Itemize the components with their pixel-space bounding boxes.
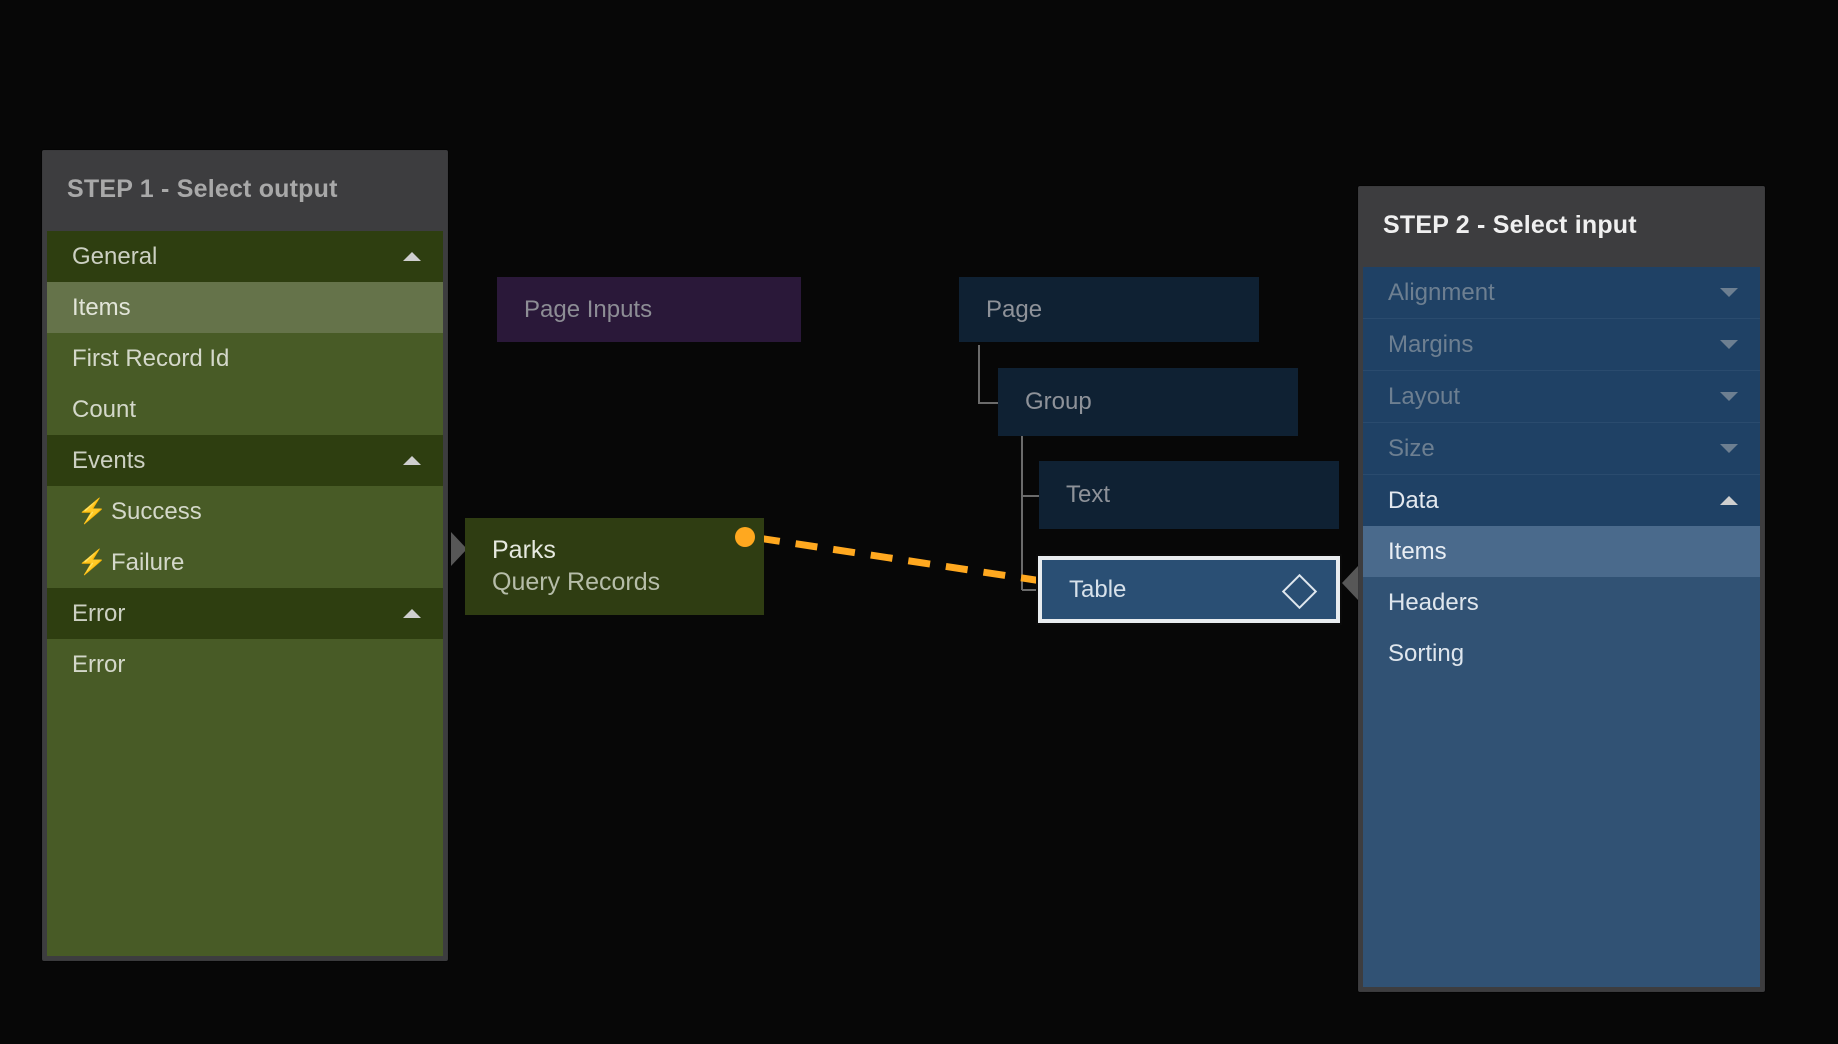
output-list-filler xyxy=(47,690,443,956)
input-row-label: Sorting xyxy=(1388,639,1465,667)
lightning-bolt-icon: ⚡ xyxy=(77,497,107,525)
output-section-general[interactable]: General xyxy=(47,231,443,282)
output-row-label: Error xyxy=(72,650,126,678)
node-label: Page xyxy=(986,295,1043,323)
output-item-first-record-id[interactable]: First Record Id xyxy=(47,333,443,384)
input-row-label: Headers xyxy=(1388,588,1479,616)
row-divider xyxy=(1363,474,1760,475)
node-table[interactable]: Table xyxy=(1038,556,1340,623)
input-row-label: Size xyxy=(1388,434,1435,462)
node-label: Table xyxy=(1069,575,1127,603)
input-row-label: Margins xyxy=(1388,330,1474,358)
step1-panel-title: STEP 1 - Select output xyxy=(43,151,447,227)
node-page[interactable]: Page xyxy=(959,277,1259,342)
chevron-up-icon[interactable] xyxy=(403,609,421,618)
node-label: Group xyxy=(1025,388,1092,415)
lightning-bolt-icon: ⚡ xyxy=(77,548,107,576)
chevron-up-icon[interactable] xyxy=(403,252,421,261)
output-row-label: Items xyxy=(72,293,131,321)
row-divider xyxy=(1363,370,1760,371)
output-port-handle[interactable] xyxy=(735,527,755,547)
output-row-label: Events xyxy=(72,446,146,474)
node-text[interactable]: Text xyxy=(1039,461,1339,529)
output-item-success[interactable]: ⚡ Success xyxy=(47,486,443,537)
chevron-down-icon[interactable] xyxy=(1720,444,1738,453)
node-title: Parks xyxy=(492,535,556,564)
output-item-count[interactable]: Count xyxy=(47,384,443,435)
row-divider xyxy=(1363,422,1760,423)
row-divider xyxy=(1363,318,1760,319)
chevron-up-icon[interactable] xyxy=(1720,496,1738,505)
input-section-layout[interactable]: Layout xyxy=(1363,371,1760,422)
step1-row-list[interactable]: General Items First Record Id Count Even… xyxy=(47,231,443,956)
input-panel-connector-handle[interactable] xyxy=(1342,566,1358,600)
node-group[interactable]: Group xyxy=(998,368,1298,436)
step2-row-list[interactable]: Alignment Margins Layout Size Data xyxy=(1363,267,1760,987)
output-panel-connector-handle[interactable] xyxy=(451,532,467,566)
output-item-items[interactable]: Items xyxy=(47,282,443,333)
output-section-error[interactable]: Error xyxy=(47,588,443,639)
output-row-label: Failure xyxy=(111,548,185,576)
chevron-down-icon[interactable] xyxy=(1720,340,1738,349)
input-row-label: Alignment xyxy=(1388,278,1495,306)
chevron-down-icon[interactable] xyxy=(1720,392,1738,401)
chevron-up-icon[interactable] xyxy=(403,456,421,465)
step2-panel-title: STEP 2 - Select input xyxy=(1359,187,1764,263)
output-row-label: First Record Id xyxy=(72,344,230,372)
chevron-down-icon[interactable] xyxy=(1720,288,1738,297)
step2-input-panel[interactable]: STEP 2 - Select input Alignment Margins … xyxy=(1358,186,1765,992)
node-label: Page Inputs xyxy=(524,295,653,323)
node-page-inputs[interactable]: Page Inputs xyxy=(497,277,801,342)
output-row-label: Success xyxy=(111,497,202,525)
diamond-icon xyxy=(1281,573,1318,609)
node-label: Text xyxy=(1066,481,1111,508)
step1-output-panel[interactable]: STEP 1 - Select output General Items Fir… xyxy=(42,150,448,961)
output-item-failure[interactable]: ⚡ Failure xyxy=(47,537,443,588)
input-section-data[interactable]: Data xyxy=(1363,475,1760,526)
input-item-headers[interactable]: Headers xyxy=(1363,577,1760,628)
node-parks-query-records[interactable]: Parks Query Records xyxy=(465,518,764,615)
input-section-alignment[interactable]: Alignment xyxy=(1363,267,1760,318)
input-row-label: Data xyxy=(1388,486,1439,514)
output-row-label: Count xyxy=(72,395,137,423)
output-item-error[interactable]: Error xyxy=(47,639,443,690)
node-subtitle: Query Records xyxy=(492,567,661,596)
output-section-events[interactable]: Events xyxy=(47,435,443,486)
input-row-label: Layout xyxy=(1388,382,1461,410)
output-row-label: Error xyxy=(72,599,126,627)
input-item-sorting[interactable]: Sorting xyxy=(1363,628,1760,679)
input-list-filler xyxy=(1363,679,1760,987)
input-section-size[interactable]: Size xyxy=(1363,423,1760,474)
input-row-label: Items xyxy=(1388,537,1447,565)
input-item-items[interactable]: Items xyxy=(1363,526,1760,577)
input-section-margins[interactable]: Margins xyxy=(1363,319,1760,370)
output-row-label: General xyxy=(72,242,158,270)
